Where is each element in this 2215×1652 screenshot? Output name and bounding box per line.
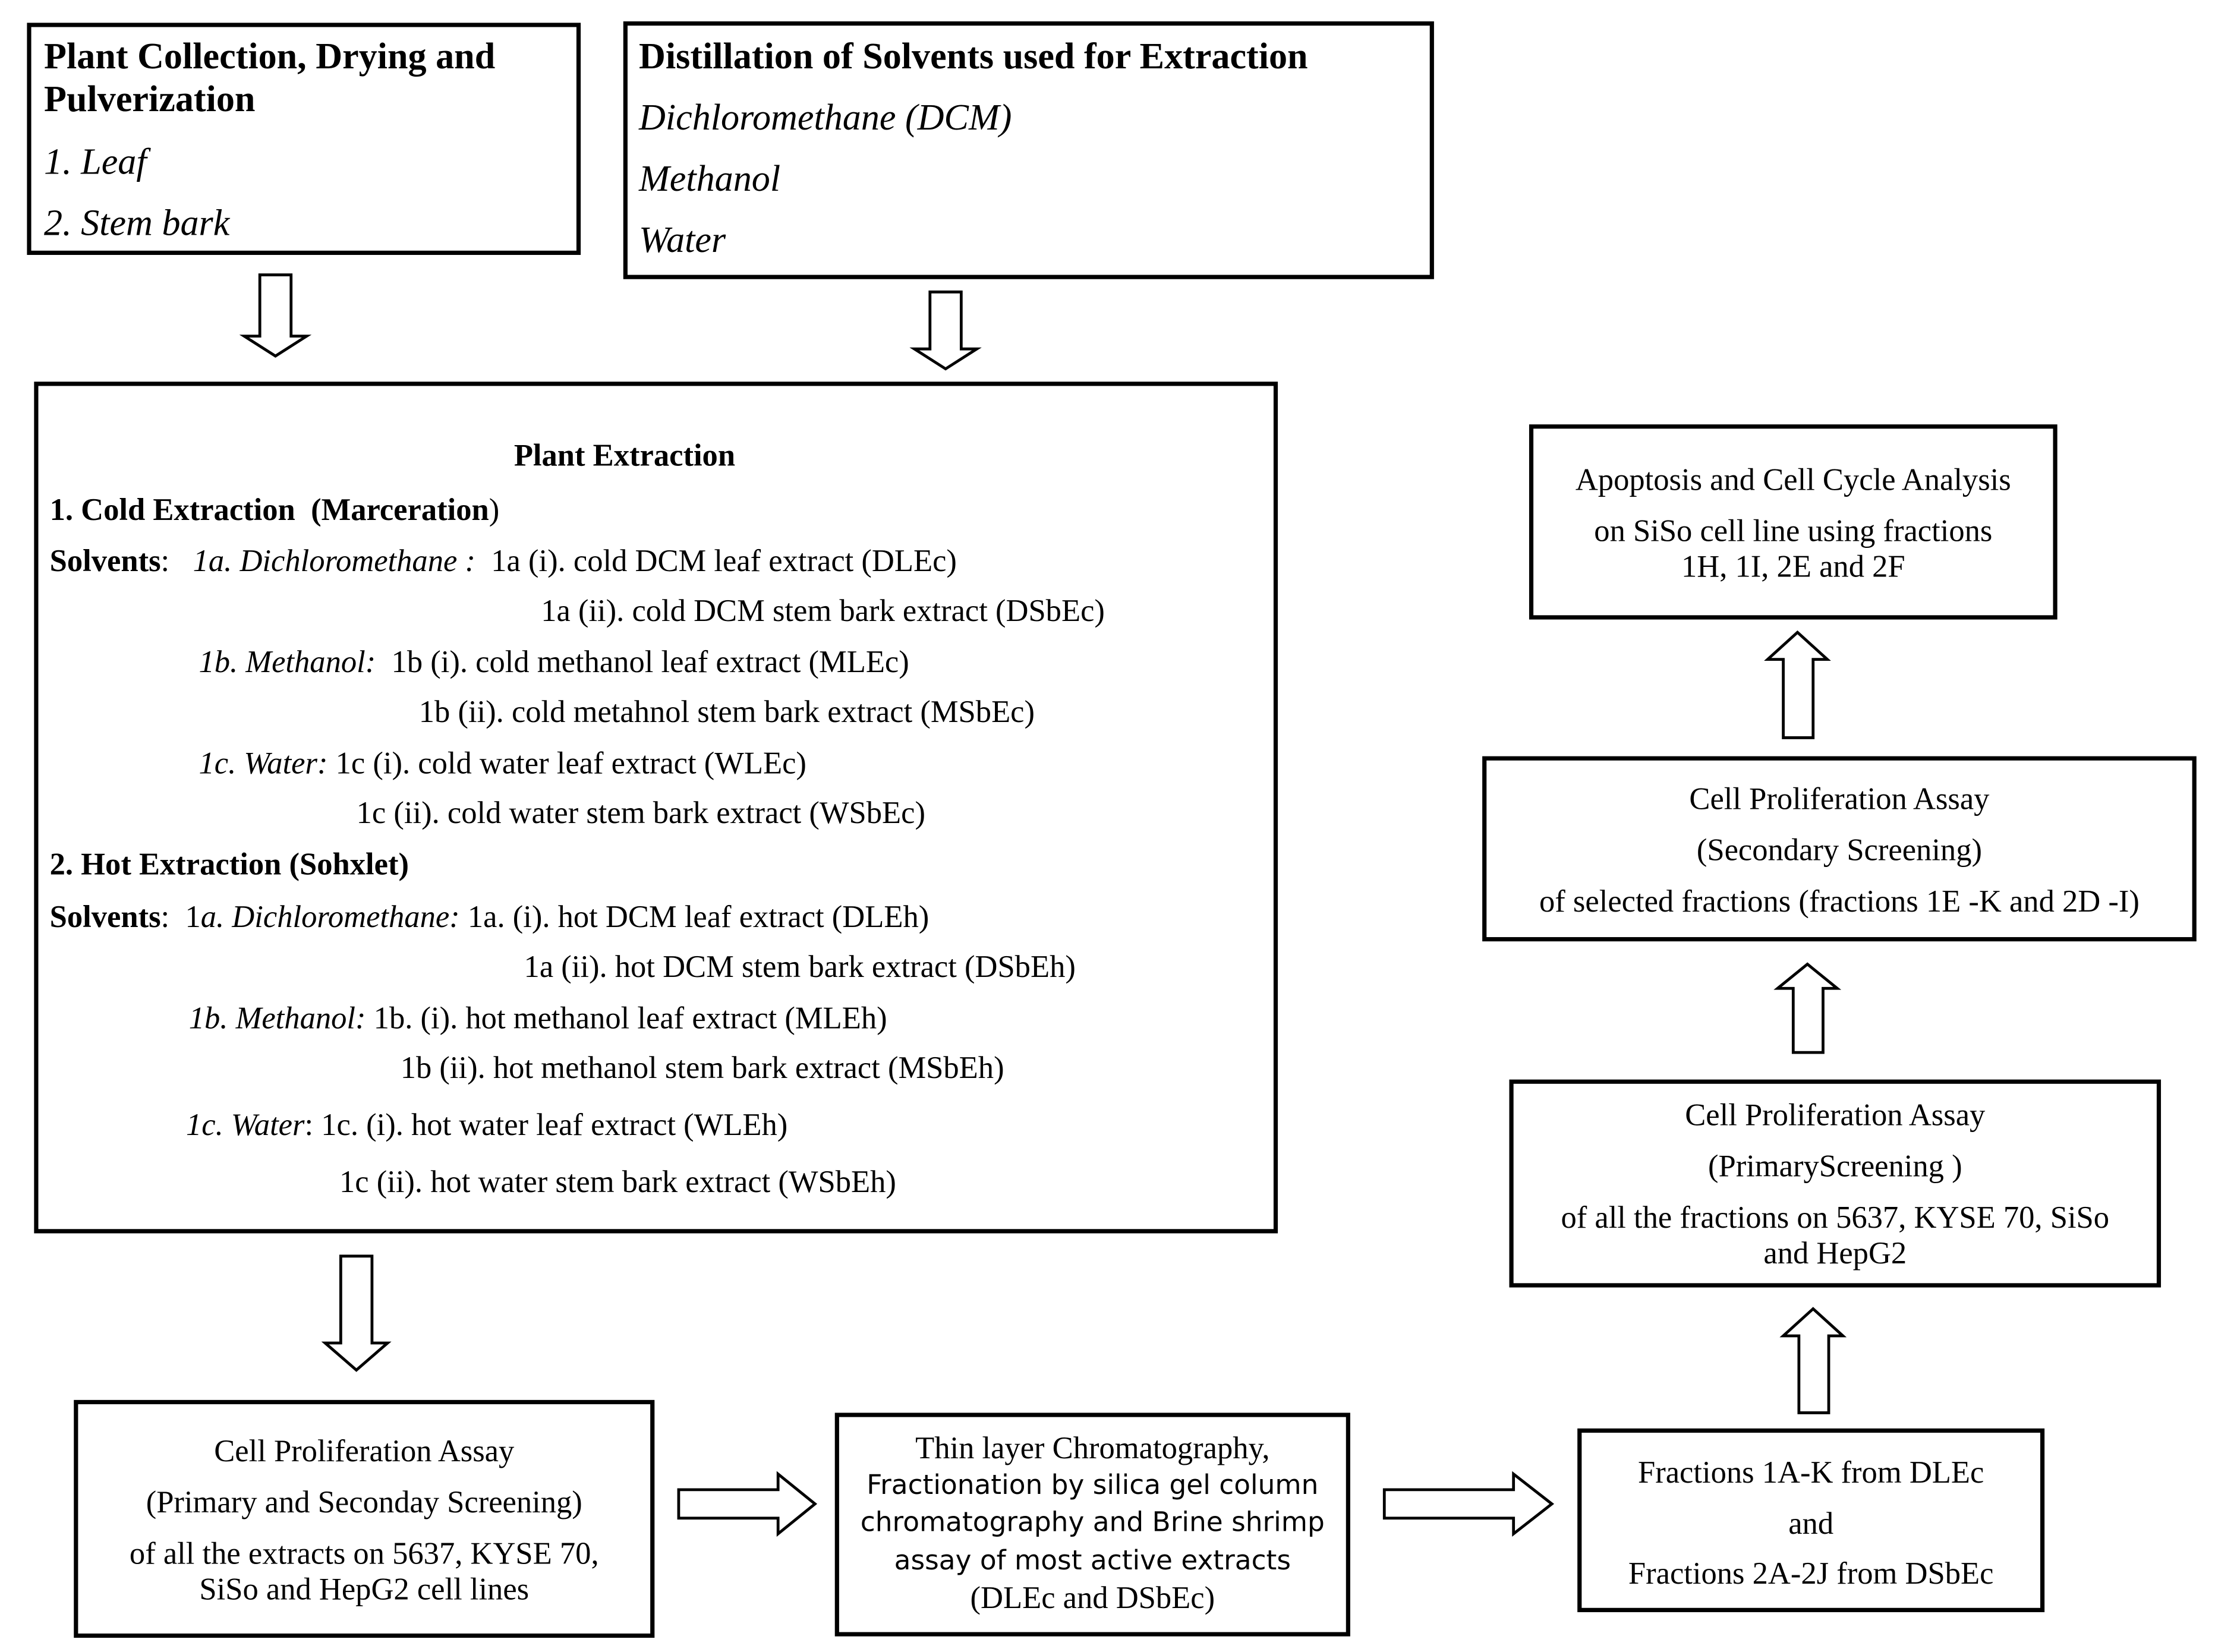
assay-extracts-line2: (Primary and Seconday Screening) — [146, 1484, 582, 1520]
distillation-box: Distillation of Solvents used for Extrac… — [623, 21, 1434, 279]
primary-line2: (PrimaryScreening ) — [1707, 1147, 1962, 1184]
assay-extracts-line1: Cell Proliferation Assay — [214, 1432, 515, 1468]
distillation-item-methanol: Methanol — [639, 158, 781, 200]
collection-item-leaf: 1. Leaf — [44, 141, 147, 182]
secondary-line1: Cell Proliferation Assay — [1689, 780, 1990, 816]
distillation-item-dcm: Dichloromethane (DCM) — [639, 96, 1012, 138]
extraction-box: Plant Extraction 1. Cold Extraction (Mar… — [34, 382, 1278, 1234]
distillation-title: Distillation of Solvents used for Extrac… — [639, 35, 1308, 77]
arrow-up-secondary — [1764, 630, 1831, 739]
apoptosis-line3: 1H, 1I, 2E and 2F — [1681, 548, 1905, 584]
cold-dcm-stem: 1a (ii). cold DCM stem bark extract (DSb… — [541, 592, 1105, 628]
cold-heading: 1. Cold Extraction (Marceration) — [49, 491, 500, 527]
cold-water-stem: 1c (ii). cold water stem bark extract (W… — [356, 795, 925, 831]
secondary-line3: of selected fractions (fractions 1E -K a… — [1539, 882, 2140, 919]
arrow-up-primary — [1773, 962, 1842, 1054]
hot-methanol-stem: 1b (ii). hot methanol stem bark extract … — [400, 1049, 1004, 1086]
arrow-right-assay — [677, 1471, 818, 1537]
tlc-line2: Fractionation by silica gel column — [867, 1470, 1319, 1502]
collection-box: Plant Collection, Drying and Pulverizati… — [27, 23, 581, 255]
hot-solvents-line: Solvents: 1a. Dichloromethane: 1a. (i). … — [49, 898, 930, 935]
primary-line1: Cell Proliferation Assay — [1685, 1096, 1986, 1133]
apoptosis-line2: on SiSo cell line using fractions — [1594, 512, 1993, 548]
primary-screening-box: Cell Proliferation Assay (PrimaryScreeni… — [1509, 1079, 2162, 1288]
cold-water-line: 1c. Water: 1c (i). cold water leaf extra… — [199, 745, 806, 781]
distillation-item-water: Water — [639, 219, 726, 261]
assay-extracts-line3: of all the extracts on 5637, KYSE 70, — [129, 1535, 599, 1571]
primary-line4: and HepG2 — [1763, 1234, 1907, 1270]
hot-water-line: 1c. Water: 1c. (i). hot water leaf extra… — [185, 1106, 788, 1143]
hot-water-stem: 1c (ii). hot water stem bark extract (WS… — [339, 1164, 896, 1199]
hot-methanol-line: 1b. Methanol: 1b. (i). hot methanol leaf… — [188, 1000, 887, 1036]
arrow-down-distillation — [909, 290, 982, 371]
arrow-up-fractions — [1779, 1307, 1847, 1414]
tlc-line5: (DLEc and DSbEc) — [970, 1579, 1215, 1615]
primary-line3: of all the fractions on 5637, KYSE 70, S… — [1561, 1199, 2110, 1235]
arrow-down-extraction — [321, 1254, 392, 1372]
hot-dcm-stem: 1a (ii). hot DCM stem bark extract (DSbE… — [524, 948, 1076, 985]
assay-extracts-box: Cell Proliferation Assay (Primary and Se… — [74, 1399, 655, 1638]
hot-heading: 2. Hot Extraction (Sohxlet) — [49, 846, 409, 882]
tlc-line1: Thin layer Chromatography, — [915, 1430, 1270, 1466]
assay-extracts-line4: SiSo and HepG2 cell lines — [199, 1571, 530, 1607]
fractions-box: Fractions 1A-K from DLEc and Fractions 2… — [1577, 1428, 2045, 1612]
apoptosis-box: Apoptosis and Cell Cycle Analysis on SiS… — [1529, 424, 2058, 620]
arrow-down-collection — [239, 273, 312, 358]
extraction-title: Plant Extraction — [513, 437, 736, 473]
collection-title: Plant Collection, Drying and Pulverizati… — [44, 35, 496, 120]
cold-methanol-line: 1b. Methanol: 1b (i). cold methanol leaf… — [199, 644, 909, 680]
arrow-right-tlc — [1382, 1471, 1555, 1537]
secondary-line2: (Secondary Screening) — [1696, 831, 1983, 868]
tlc-box: Thin layer Chromatography, Fractionation… — [834, 1413, 1350, 1637]
cold-methanol-stem: 1b (ii). cold metahnol stem bark extract… — [418, 693, 1035, 730]
fractions-line2: and — [1788, 1505, 1834, 1541]
tlc-line3: chromatography and Brine shrimp — [860, 1506, 1325, 1538]
fractions-line1: Fractions 1A-K from DLEc — [1637, 1454, 1984, 1490]
fractions-line3: Fractions 2A-2J from DSbEc — [1628, 1555, 1994, 1591]
tlc-line4: assay of most active extracts — [894, 1545, 1291, 1577]
apoptosis-line1: Apoptosis and Cell Cycle Analysis — [1575, 461, 2011, 497]
cold-solvents-line: Solvents: 1a. Dichloromethane : 1a (i). … — [49, 543, 957, 579]
collection-item-stem-bark: 2. Stem bark — [44, 202, 230, 244]
secondary-screening-box: Cell Proliferation Assay (Secondary Scre… — [1482, 756, 2197, 942]
